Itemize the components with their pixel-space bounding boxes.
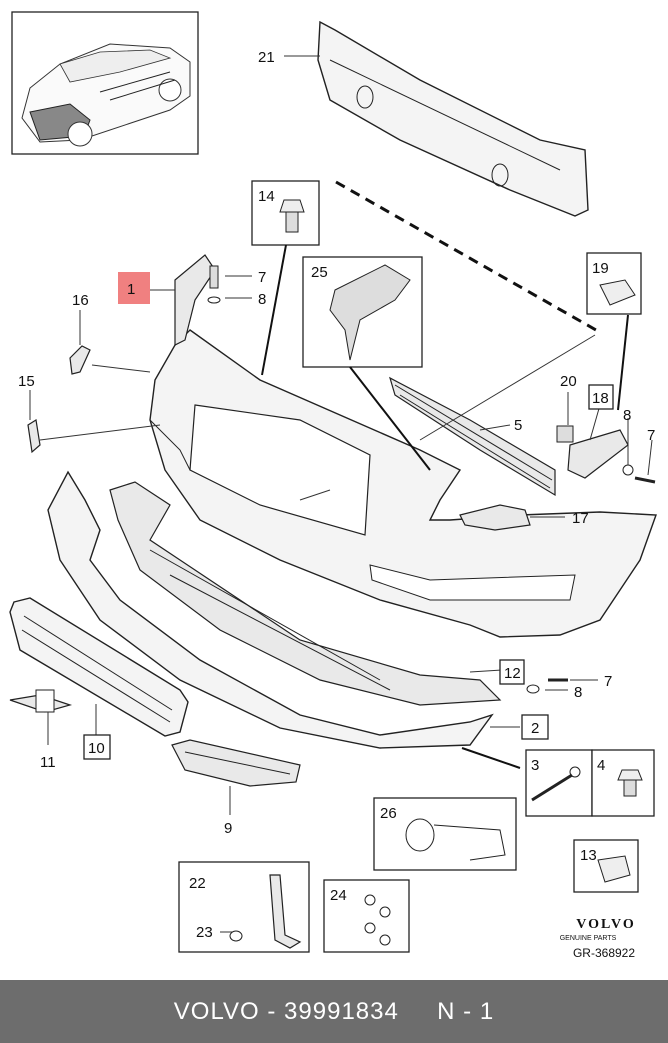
part-2-spoiler <box>47 470 494 749</box>
box-4 <box>591 749 655 817</box>
box-13 <box>573 839 639 893</box>
part-21-reinforcement <box>317 20 589 217</box>
part-17-bracket <box>459 504 531 531</box>
box-26 <box>373 797 517 871</box>
callout-11: 11 <box>40 754 56 771</box>
footer-bar: VOLVO - 39991834 N - 1 <box>0 980 668 1043</box>
callout-25: 25 <box>311 264 328 281</box>
callout-1-highlight <box>118 272 150 304</box>
callout-14: 14 <box>258 188 275 205</box>
box-19 <box>586 252 642 315</box>
callout-26: 26 <box>380 805 397 822</box>
fastener-7-8-top <box>207 265 221 304</box>
footer-part-number: 39991834 <box>284 997 399 1025</box>
vehicle-thumbnail <box>11 11 199 155</box>
callout-21: 21 <box>258 49 275 66</box>
callout-8b: 8 <box>623 407 631 424</box>
callout-7c: 7 <box>604 673 612 690</box>
callout-2: 2 <box>531 720 539 737</box>
part-11-emblem <box>9 689 73 713</box>
callout-10: 10 <box>88 740 105 757</box>
callout-13: 13 <box>580 847 597 864</box>
brand-logo: VOLVO <box>576 917 636 932</box>
callout-18: 18 <box>592 390 609 407</box>
callout-7a: 7 <box>258 269 266 286</box>
part-9-fog-grille <box>171 739 301 787</box>
callout-15: 15 <box>18 373 35 390</box>
callout-17: 17 <box>572 510 589 527</box>
box-24 <box>323 879 410 953</box>
callout-24: 24 <box>330 887 347 904</box>
box-22 <box>178 861 310 953</box>
part-16-cover <box>69 345 91 375</box>
callout-12: 12 <box>504 665 521 682</box>
leader-lines <box>29 55 653 933</box>
callout-16: 16 <box>72 292 89 309</box>
part-15-clip <box>27 419 41 454</box>
callout-7b: 7 <box>647 427 655 444</box>
part-5-grille <box>389 376 556 497</box>
footer-note: N - 1 <box>437 997 495 1025</box>
callout-19: 19 <box>592 260 609 277</box>
callout-4: 4 <box>597 757 605 774</box>
callout-boxes <box>83 384 614 760</box>
callout-3: 3 <box>531 757 539 774</box>
callout-20: 20 <box>560 373 577 390</box>
part-12-lower-grille <box>109 481 502 706</box>
brand-subtext: GENUINE PARTS <box>560 935 617 942</box>
parts-diagram: 1 2 3 4 5 7 7 7 8 8 8 9 10 11 12 13 14 1… <box>9 11 657 960</box>
footer-brand: VOLVO <box>173 997 260 1025</box>
part-18-20-bracket <box>556 425 656 484</box>
part-10-grille <box>9 597 189 737</box>
callout-22: 22 <box>189 875 206 892</box>
box-3 <box>525 749 593 817</box>
callout-8a: 8 <box>258 291 266 308</box>
diagram-reference: GR-368922 <box>573 946 635 960</box>
footer-separator: - <box>259 997 285 1025</box>
part-1-bumper-cover <box>149 254 657 638</box>
box-25 <box>302 256 423 368</box>
fastener-7-8-right <box>526 678 568 694</box>
callout-23: 23 <box>196 924 213 941</box>
callout-9: 9 <box>224 820 232 837</box>
callout-1: 1 <box>127 281 135 298</box>
callout-5: 5 <box>514 417 522 434</box>
footer-gap <box>399 998 437 1026</box>
callout-8c: 8 <box>574 684 582 701</box>
